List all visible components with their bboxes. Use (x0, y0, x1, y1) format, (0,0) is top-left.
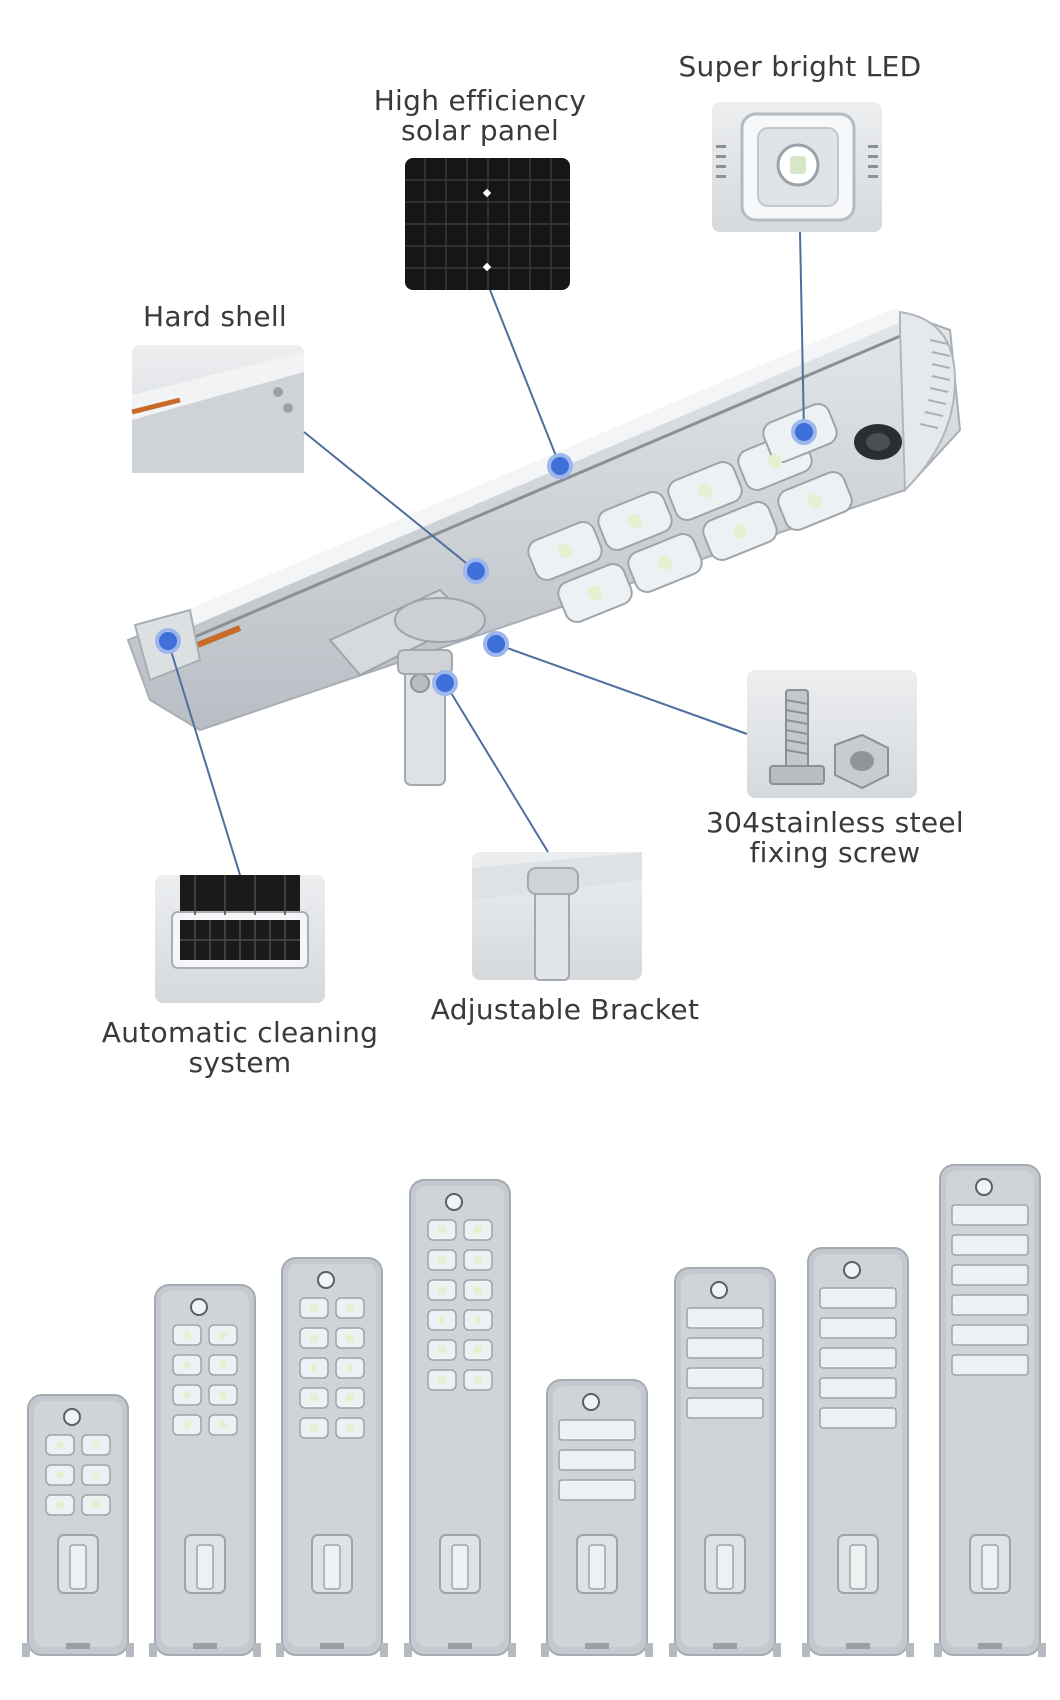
product-light-2 (149, 1284, 261, 1657)
product-light-7 (802, 1247, 914, 1657)
leader-lines (167, 231, 805, 876)
solar-panel-label: High efficiency solar panel (360, 86, 600, 146)
street-light-body (126, 308, 962, 786)
solar-panel-label-line2: solar panel (400, 114, 560, 147)
led-label: Super bright LED (678, 50, 922, 83)
cleaning-dot (155, 628, 181, 654)
product-lineup (22, 1164, 1046, 1657)
led-thumbnail (712, 102, 882, 232)
bracket-label: Adjustable Bracket (430, 993, 700, 1026)
hard-shell-thumbnail (131, 345, 304, 473)
cleaning-label: Automatic cleaning system (100, 1018, 380, 1078)
product-light-1 (22, 1394, 134, 1657)
solar-panel-thumbnail (405, 158, 570, 290)
hard-shell-label: Hard shell (142, 300, 288, 333)
screw-label-line2: fixing screw (749, 836, 921, 869)
screw-dot (483, 631, 509, 657)
product-light-4 (404, 1179, 516, 1657)
callout-dots (155, 419, 817, 696)
cleaning-thumbnail (155, 875, 325, 1003)
bracket-thumbnail (472, 852, 642, 981)
solar-panel-dot (547, 453, 573, 479)
hard-shell-dot (463, 558, 489, 584)
bracket-dot (432, 670, 458, 696)
screw-label-line1: 304stainless steel (706, 806, 964, 839)
product-light-8 (934, 1164, 1046, 1657)
product-light-5 (541, 1379, 653, 1657)
screw-thumbnail (747, 670, 917, 798)
led-dot (791, 419, 817, 445)
product-light-3 (276, 1257, 388, 1657)
cleaning-label-line2: system (188, 1046, 292, 1079)
cleaning-label-line1: Automatic cleaning (101, 1016, 379, 1049)
product-light-6 (669, 1267, 781, 1657)
main-illustration (126, 102, 962, 1003)
solar-panel-label-line1: High efficiency (373, 84, 587, 117)
screw-label: 304stainless steel fixing screw (690, 808, 980, 868)
